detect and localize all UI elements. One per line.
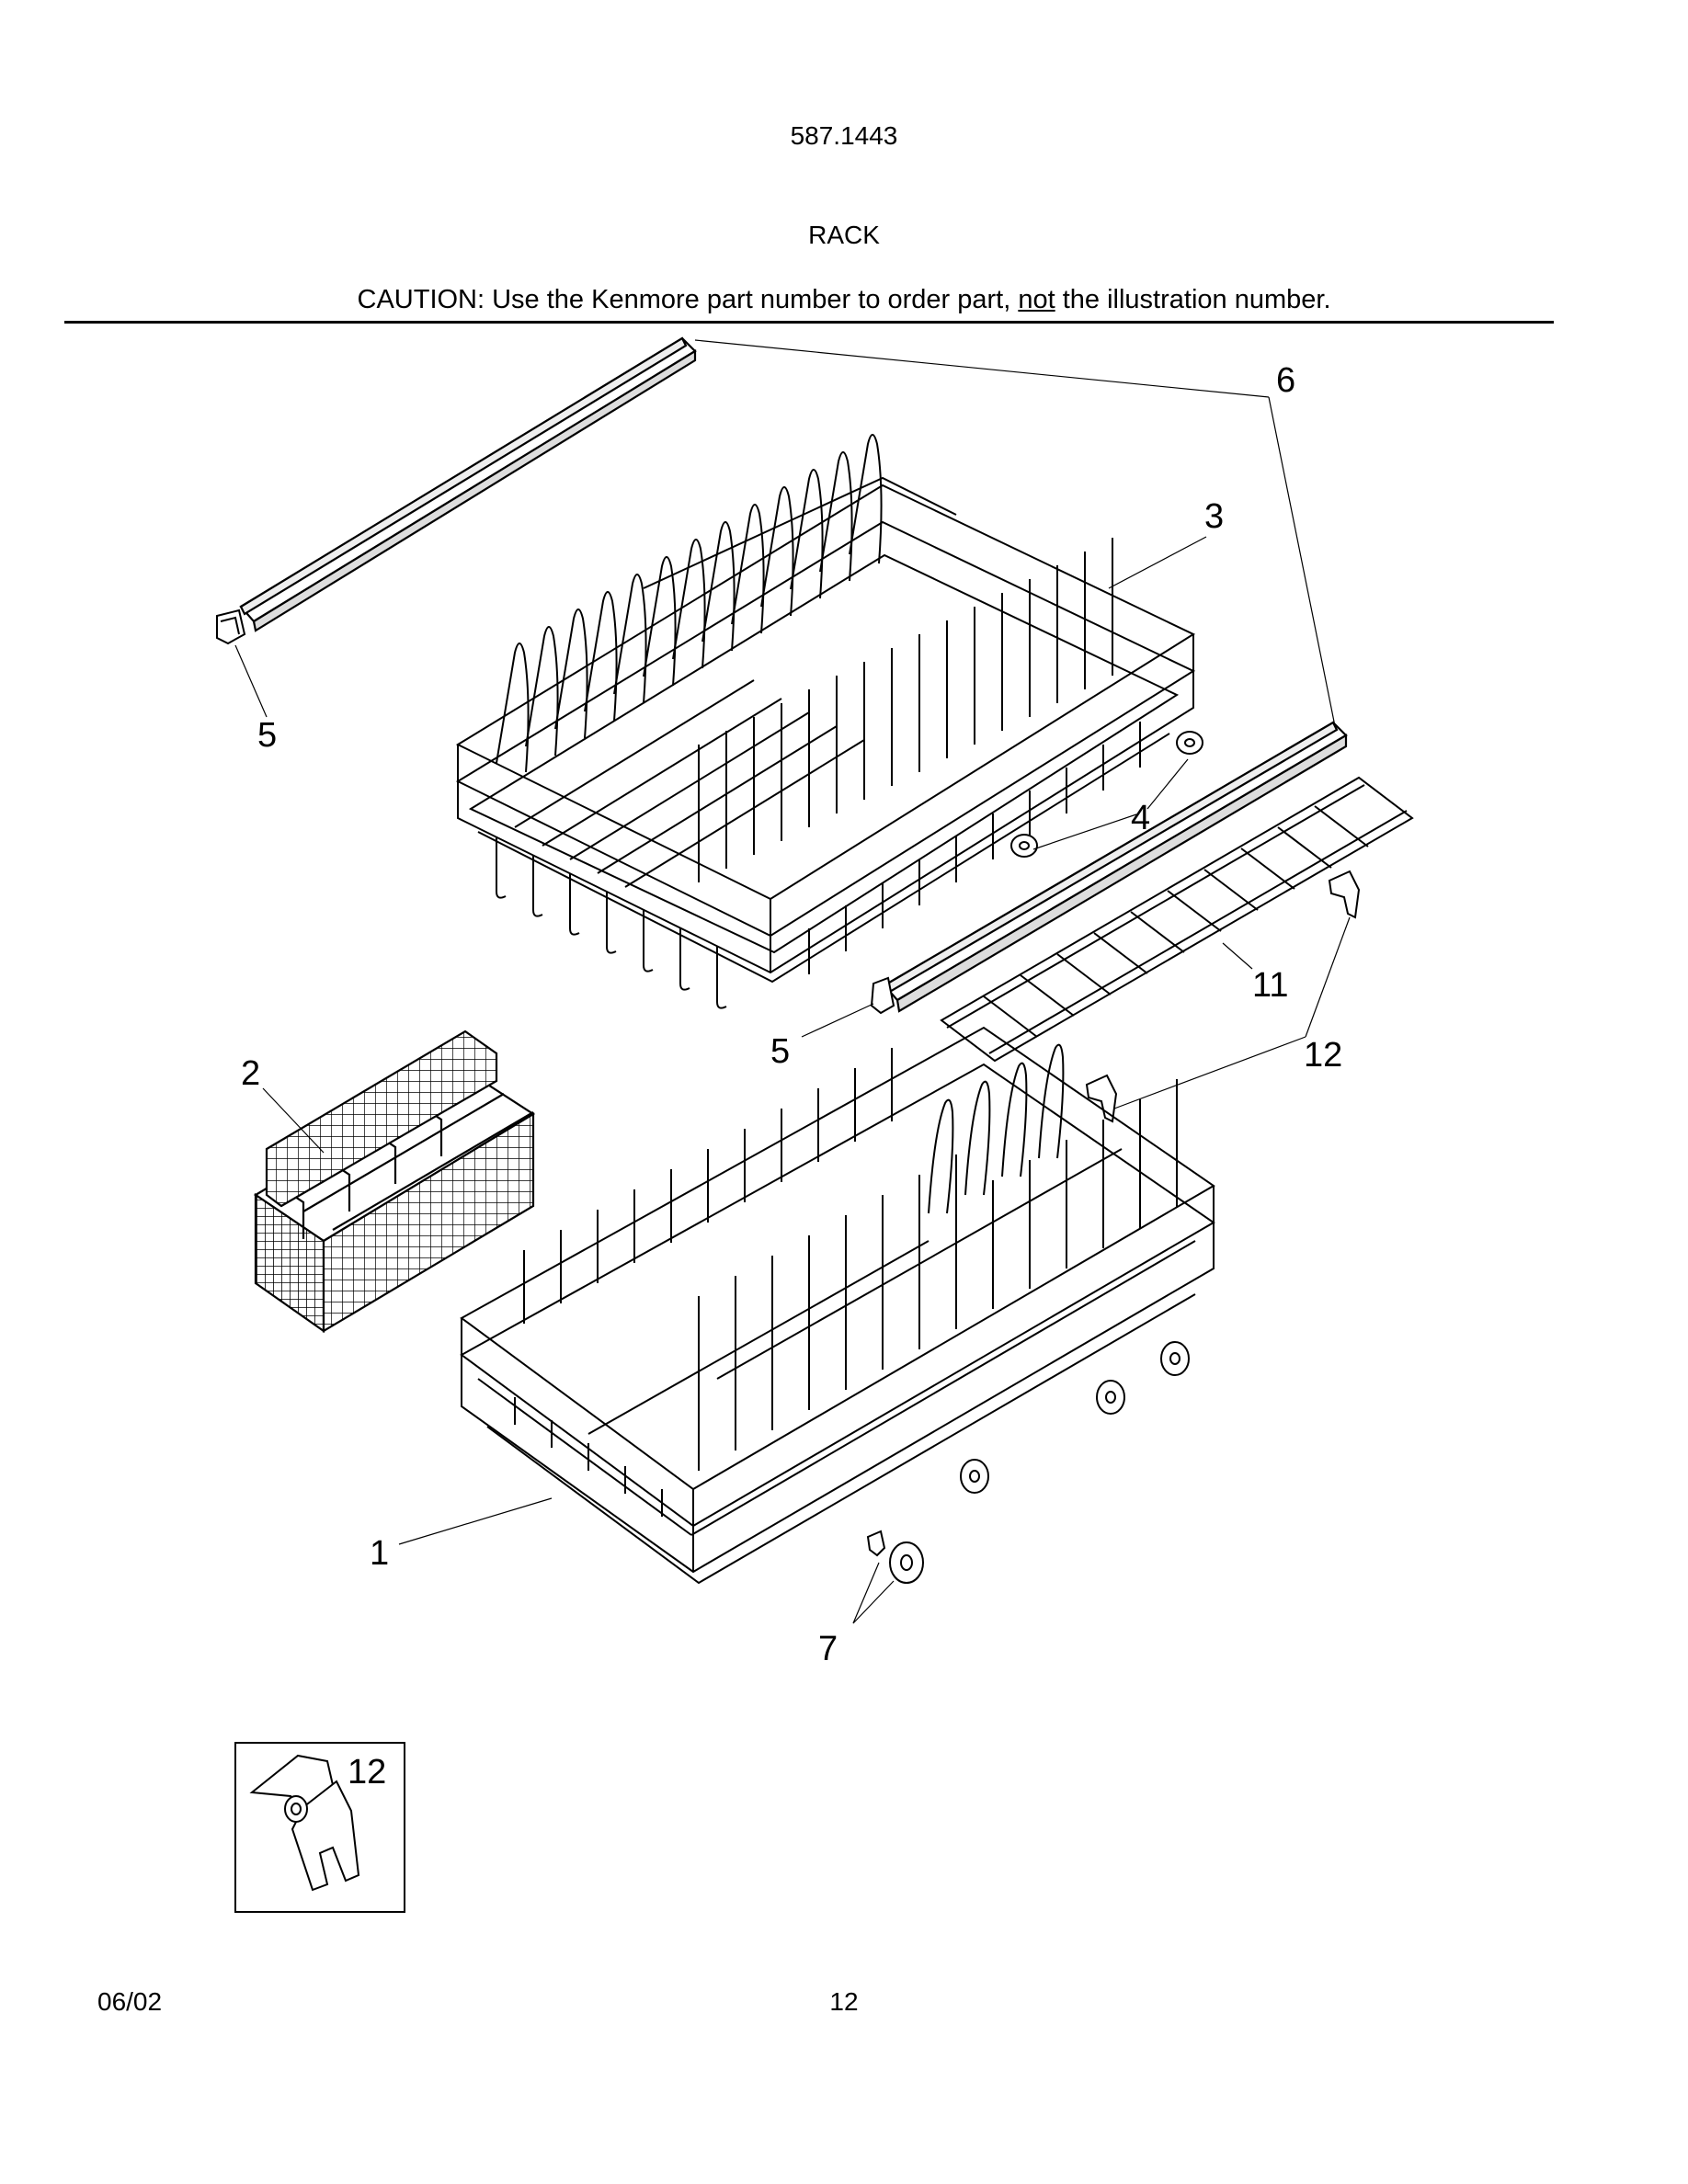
upper-rack-wheel-b — [1010, 834, 1038, 858]
shelf-clip-detail — [249, 1754, 360, 1892]
shelf-clip-b — [1085, 1074, 1118, 1123]
callout-2: 2 — [241, 1054, 260, 1093]
footer-date: 06/02 — [97, 1987, 163, 2016]
callout-12-inset: 12 — [348, 1753, 386, 1792]
callout-5-lower: 5 — [770, 1032, 790, 1071]
caution-text-underlined: not — [1018, 285, 1055, 314]
silverware-basket — [253, 1029, 536, 1334]
footer-page-number: 12 — [829, 1987, 859, 2016]
callout-11: 11 — [1252, 966, 1288, 1005]
rack-rail-lower — [883, 721, 1348, 1013]
leader-lines — [234, 339, 1351, 1624]
upper-rack-wheel-a — [1176, 731, 1203, 755]
caution-text-prefix: CAUTION: Use the Kenmore part number to … — [357, 285, 1019, 314]
rack-exploded-diagram: 6 3 5 4 11 5 12 2 1 7 12 — [216, 336, 1414, 1913]
caution-text-suffix: the illustration number. — [1055, 285, 1331, 314]
callout-12: 12 — [1304, 1036, 1342, 1075]
caution-note: CAUTION: Use the Kenmore part number to … — [0, 285, 1688, 315]
rail-end-cap-upper — [216, 609, 246, 645]
callout-6: 6 — [1276, 361, 1295, 400]
clip-detail-inset: 12 — [234, 1742, 405, 1913]
rack-rail-upper — [239, 336, 697, 632]
rail-end-cap-lower — [870, 976, 895, 1015]
model-number: 587.1443 — [790, 121, 898, 150]
section-title: RACK — [808, 221, 880, 249]
callout-4: 4 — [1131, 799, 1150, 837]
lower-rack-wheels — [960, 1341, 1190, 1494]
callout-1: 1 — [370, 1534, 389, 1573]
cup-shelf — [940, 776, 1414, 1063]
upper-rack — [455, 434, 1196, 1009]
callout-7: 7 — [818, 1630, 838, 1668]
callout-5-upper: 5 — [257, 716, 277, 755]
lower-rack — [460, 1026, 1215, 1585]
callout-3: 3 — [1204, 497, 1224, 536]
wheel-axle-clip — [866, 1530, 886, 1557]
lower-rack-wheel-part — [889, 1541, 924, 1584]
header-divider — [64, 321, 1554, 324]
shelf-clip-a — [1328, 870, 1361, 919]
